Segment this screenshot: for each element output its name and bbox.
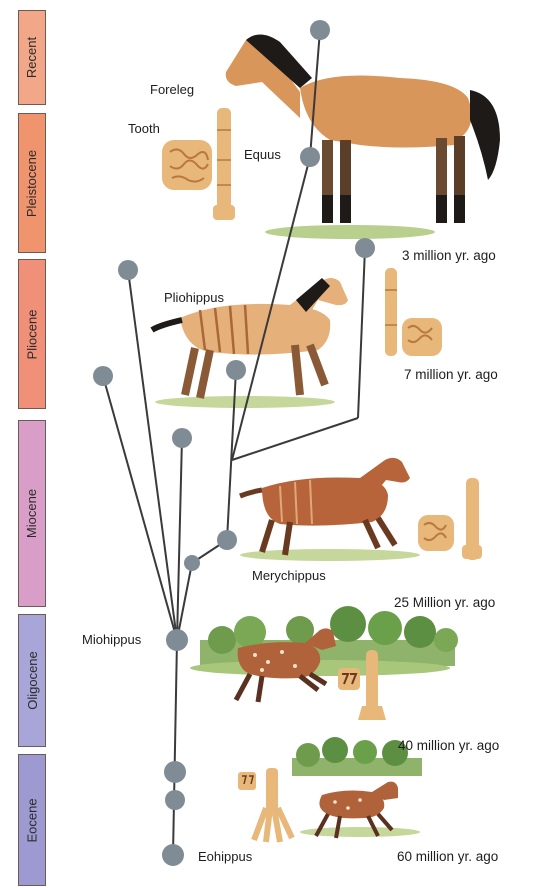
label-tooth: Tooth <box>128 121 160 136</box>
label-miohippus: Miohippus <box>82 632 141 647</box>
horse-equus <box>226 34 500 223</box>
label-foreleg: Foreleg <box>150 82 194 97</box>
label-eohippus: Eohippus <box>198 849 252 864</box>
label-pliohippus: Pliohippus <box>164 290 224 305</box>
grass-merychippus <box>240 549 420 561</box>
eohippus-foreleg <box>254 768 292 842</box>
age-equus: 3 million yr. ago <box>402 248 496 263</box>
label-merychippus: Merychippus <box>252 568 326 583</box>
pliohippus-tooth <box>402 318 442 356</box>
label-equus: Equus <box>244 147 281 162</box>
age-eohippus: 60 million yr. ago <box>397 849 498 864</box>
age-merychippus: 25 Million yr. ago <box>394 595 495 610</box>
equus-tooth <box>162 140 212 190</box>
age-miohippus: 40 million yr. ago <box>398 738 499 753</box>
horse-merychippus <box>240 458 410 555</box>
miohippus-tooth <box>338 668 360 690</box>
eohippus-tooth <box>238 772 256 790</box>
pliohippus-foreleg <box>385 268 397 356</box>
age-pliohippus: 7 million yr. ago <box>404 367 498 382</box>
merychippus-foreleg <box>462 478 482 560</box>
merychippus-tooth <box>418 515 454 551</box>
equus-foreleg <box>213 108 235 220</box>
